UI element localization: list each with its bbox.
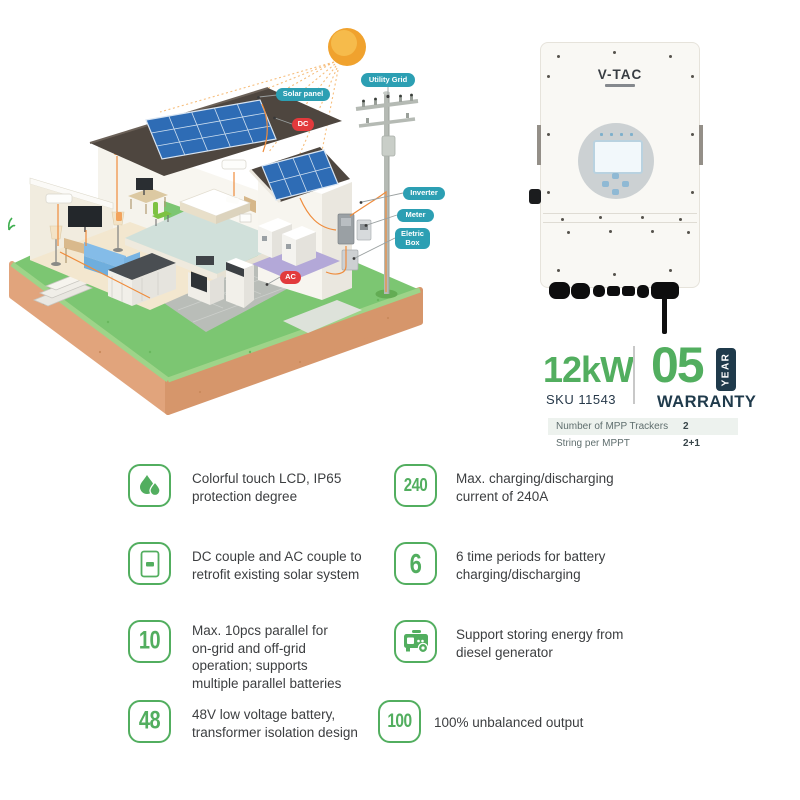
connector-wide	[651, 282, 679, 299]
badge-6: 6	[394, 542, 437, 585]
lcd-display-panel	[578, 123, 654, 199]
label-dc: DC	[292, 118, 314, 131]
inverter-product-photo: V-TAC	[529, 42, 703, 334]
brand-tagline-bar	[605, 84, 635, 87]
walkway	[283, 300, 362, 333]
warranty-number: 05	[651, 337, 705, 393]
table-row: Number of MPP Trackers 2	[548, 418, 738, 435]
laundry	[252, 218, 340, 281]
feature-text: DC couple and AC couple to retrofit exis…	[192, 549, 362, 582]
connector	[622, 286, 635, 296]
leader-dots	[257, 94, 390, 286]
button-down	[612, 189, 619, 195]
connector	[549, 282, 570, 299]
screws	[541, 43, 544, 46]
bedroom	[125, 159, 288, 281]
label-eletric-box: Eletric Box	[395, 228, 430, 249]
label-ac: AC	[280, 271, 301, 284]
spec-value: 2	[683, 421, 689, 432]
side-connector	[529, 189, 541, 204]
warranty-label: WARRANTY	[657, 393, 757, 411]
wall-boxes	[337, 213, 372, 271]
divider	[633, 346, 635, 404]
label-meter: Meter	[397, 209, 434, 222]
solar-panels-secondary	[261, 149, 339, 201]
button-right	[622, 181, 629, 187]
connector	[571, 283, 590, 299]
spec-label: String per MPPT	[556, 438, 630, 449]
connector	[637, 285, 649, 298]
seam-line	[543, 213, 697, 214]
table-row: String per MPPT 2+1	[548, 435, 738, 452]
sku: SKU 11543	[546, 392, 617, 407]
year-badge: YEAR	[716, 348, 736, 391]
spec-value: 2+1	[683, 438, 700, 449]
feature-text: Max. charging/discharging current of 240…	[456, 471, 614, 504]
feature-text: Max. 10pcs parallel for on-grid and off-…	[192, 623, 342, 691]
brand-logo: V-TAC	[597, 67, 643, 82]
lcd-screen	[593, 140, 643, 174]
generator-icon	[394, 620, 437, 663]
solar-system-diagram: Utility Grid Solar panel DC Inverter Met…	[0, 0, 460, 420]
roof-secondary	[248, 147, 350, 204]
inverter-device-glyph	[140, 550, 159, 577]
mount-bracket-left	[537, 125, 541, 165]
water-drops-icon	[128, 464, 171, 507]
generator-glyph	[403, 629, 428, 653]
power-cable	[662, 296, 667, 334]
sprout-icon	[7, 217, 16, 231]
solar-panels-main	[145, 99, 277, 160]
feature-text: 48V low voltage battery, transformer iso…	[192, 707, 358, 740]
badge-100: 100	[378, 700, 421, 743]
feature-text: Colorful touch LCD, IP65 protection degr…	[192, 471, 342, 504]
button-up	[612, 173, 619, 179]
label-utility-grid: Utility Grid	[361, 73, 415, 87]
indicator-led	[630, 133, 633, 136]
kitchen	[108, 253, 254, 308]
badge-240: 240	[394, 464, 437, 507]
label-inverter: Inverter	[403, 187, 445, 200]
spec-table: Number of MPP Trackers 2 String per MPPT…	[548, 418, 738, 452]
sun-icon	[328, 28, 366, 66]
seam-line	[543, 222, 697, 223]
living-room	[45, 146, 140, 282]
feature-text: Support storing energy from diesel gener…	[456, 627, 624, 660]
indicator-led	[600, 133, 603, 136]
badge-48: 48	[128, 700, 171, 743]
leader-lines	[258, 87, 404, 285]
badge-10: 10	[128, 620, 171, 663]
inverter-device-icon	[128, 542, 171, 585]
water-drops-glyph	[139, 474, 161, 496]
feature-text: 6 time periods for battery charging/disc…	[456, 549, 606, 582]
connector	[607, 286, 620, 296]
roof-main	[89, 87, 342, 176]
indicator-led	[610, 133, 613, 136]
wires	[57, 103, 387, 299]
spec-label: Number of MPP Trackers	[556, 421, 669, 432]
indicator-led	[620, 133, 623, 136]
power-rating: 12kW	[543, 349, 634, 390]
label-solar-panel: Solar panel	[276, 88, 330, 101]
house-illustration	[7, 28, 423, 415]
connector	[593, 285, 605, 297]
mount-bracket-right	[699, 125, 703, 165]
button-left	[602, 181, 609, 187]
feature-text: 100% unbalanced output	[434, 715, 584, 730]
